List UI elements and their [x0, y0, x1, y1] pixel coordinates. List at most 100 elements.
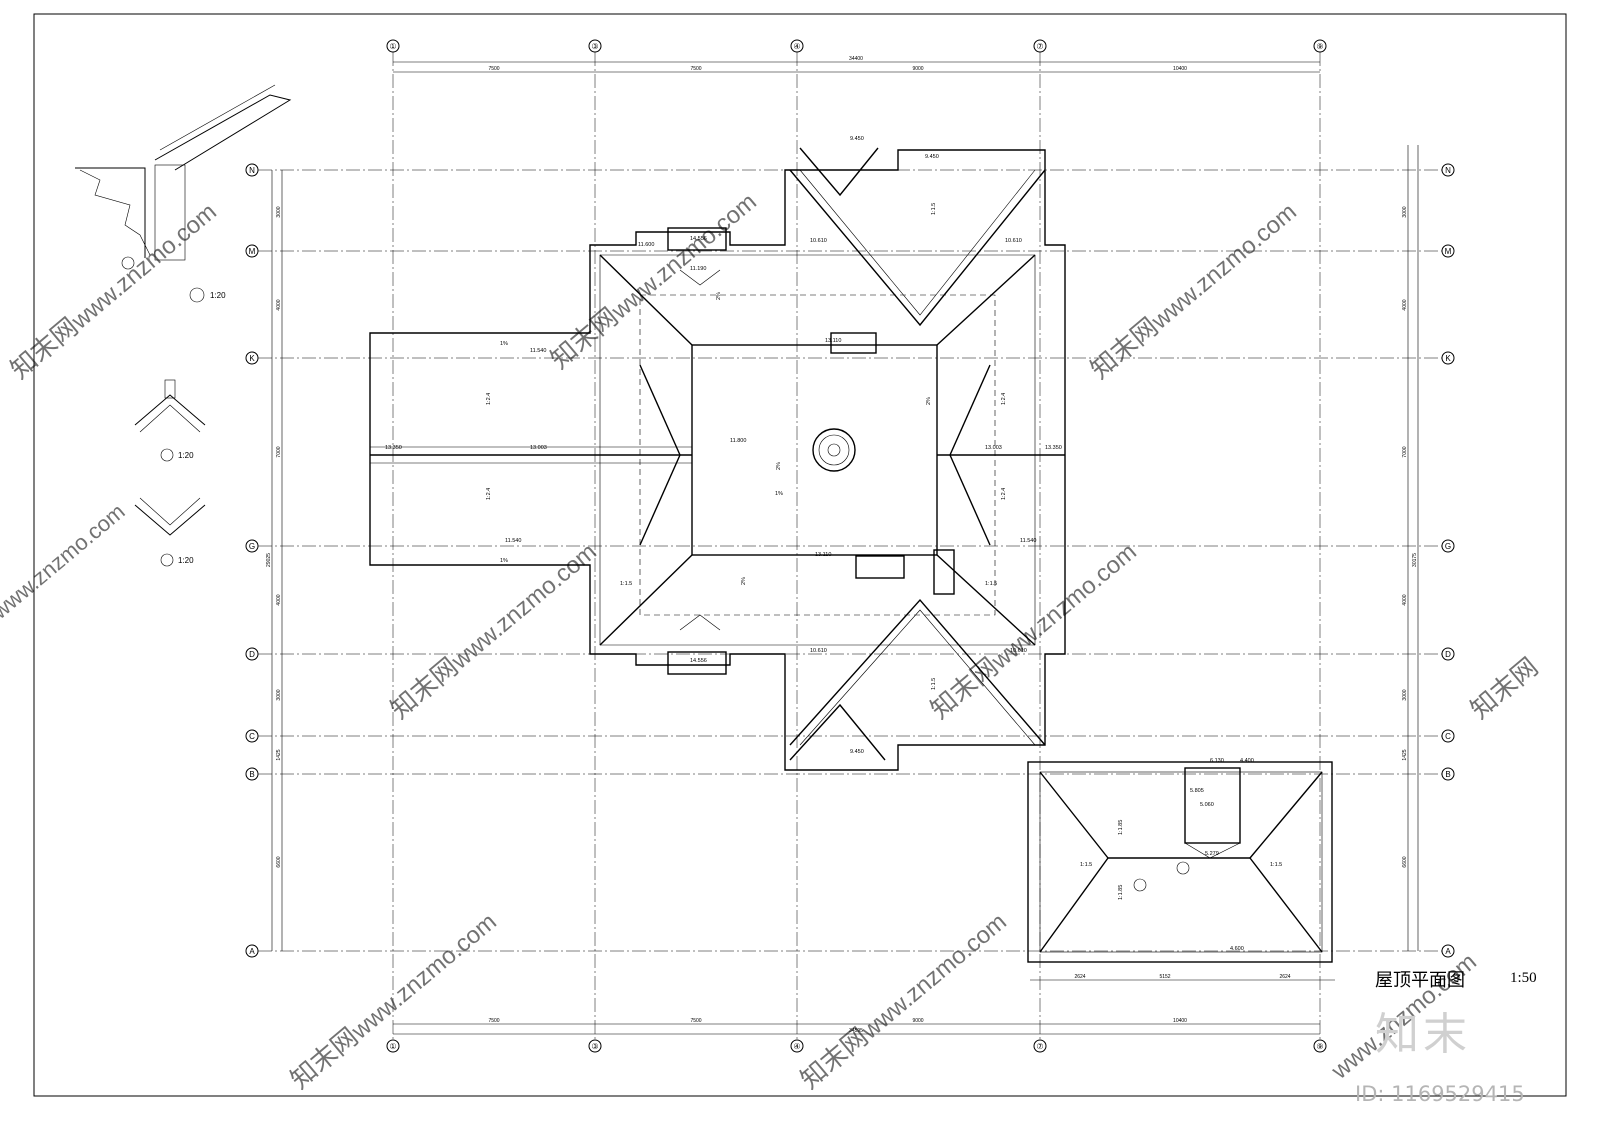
- pct1-1: 1%: [500, 341, 508, 347]
- axis-label-3: ③: [591, 42, 598, 51]
- dim-right-5: 3000: [1402, 689, 1408, 700]
- dim-top-total: 34400: [849, 56, 863, 62]
- elev-dormer-top: 14.556: [690, 236, 707, 242]
- dim-bottom-3: 9000: [912, 1018, 923, 1024]
- axis-label-7-bottom: ⑦: [1036, 1042, 1043, 1051]
- slope-annex-left: 1:1.5: [1080, 862, 1092, 868]
- pct1-2: 1%: [500, 558, 508, 564]
- elev-gable-top-right: 9.450: [925, 154, 939, 160]
- dim-top-2: 7500: [690, 66, 701, 72]
- axis-label-c-right: C: [1445, 732, 1451, 741]
- dim-right-7: 6600: [1402, 856, 1408, 867]
- roof-plan: [369, 147, 1066, 771]
- roof-annotations: 13.110 13.110 13.003 13.003 13.350 13.35…: [385, 136, 1282, 952]
- slope-north: 1:1.5: [931, 203, 937, 215]
- dim-top-3: 9000: [912, 66, 923, 72]
- axis-label-3-bottom: ③: [591, 1042, 598, 1051]
- elev-annex-top: 6.130: [1210, 758, 1224, 764]
- dim-annex-1: 2624: [1074, 974, 1085, 980]
- dim-right-6: 1425: [1402, 749, 1408, 760]
- axis-label-c: C: [249, 732, 255, 741]
- dim-top-1: 7500: [488, 66, 499, 72]
- chimney: [830, 332, 877, 354]
- axis-label-4: ④: [793, 42, 800, 51]
- drawing-scale: 1:50: [1510, 970, 1537, 986]
- elev-eave-low-2: 11.540: [505, 538, 521, 544]
- main-roof-outline: [369, 149, 1066, 771]
- horizontal-axes: N M K G D C B A N M K G D C B A: [245, 163, 1455, 958]
- dim-left-total: 29025: [266, 553, 272, 567]
- elev-gable-bottom: 9.450: [850, 749, 864, 755]
- detail-2: 1:20: [134, 379, 206, 462]
- dim-left-6: 1425: [276, 749, 282, 760]
- axis-label-m-right: M: [1445, 247, 1452, 256]
- chimney: [855, 555, 905, 579]
- axis-label-7: ⑦: [1036, 42, 1043, 51]
- slope-annex-top: 1:1.85: [1118, 820, 1124, 835]
- pct-2: 2%: [926, 397, 932, 405]
- elev-annex-right: 4.400: [1240, 758, 1254, 764]
- slope-sw: 1:1.5: [620, 581, 632, 587]
- axis-label-9-bottom: ⑨: [1316, 1042, 1323, 1051]
- axis-label-g: G: [249, 542, 255, 551]
- central-hip: [691, 344, 938, 556]
- axis-label-1-bottom: ①: [389, 1042, 396, 1051]
- detail-1-scale: 1:20: [210, 291, 226, 300]
- dormer-south: [667, 651, 727, 675]
- dim-right-3: 7000: [1402, 446, 1408, 457]
- dim-bottom-4: 10400: [1173, 1018, 1187, 1024]
- axis-label-b: B: [249, 770, 254, 779]
- watermark-text: 知末网: [1465, 651, 1544, 724]
- detail-2-scale: 1:20: [178, 451, 194, 460]
- axis-label-d-right: D: [1445, 650, 1451, 659]
- elev-eave-low-3: 11.540: [1020, 538, 1036, 544]
- elev-dormer-bottom: 14.556: [690, 658, 707, 664]
- elev-main-ridge-2: 13.110: [815, 552, 831, 558]
- watermark-url: www.znzmo.com: [1146, 198, 1302, 335]
- dim-left-3: 7000: [276, 446, 282, 457]
- elev-eave-d-right: 10.610: [1010, 648, 1027, 654]
- axis-label-1: ①: [389, 42, 396, 51]
- axis-label-d: D: [249, 650, 255, 659]
- slope-left-bottom: 1:2.4: [486, 488, 492, 500]
- elev-small-1: 11.600: [638, 242, 654, 248]
- elev-eave-d-left: 10.610: [810, 648, 827, 654]
- pct1-3: 1%: [775, 491, 783, 497]
- dim-right-2: 4000: [1402, 299, 1408, 310]
- detail-1: 1:20: [75, 84, 292, 303]
- watermark-url: www.znzmo.com: [346, 908, 502, 1045]
- pct-1: 2%: [716, 292, 722, 300]
- axis-label-a-right: A: [1445, 947, 1451, 956]
- watermark-layer: 知末网 www.znzmo.com 知末网 www.znzmo.com 知末网 …: [0, 188, 1544, 1094]
- watermark-url: www.znzmo.com: [66, 198, 222, 335]
- watermark-text: 知末网: [5, 311, 84, 384]
- elev-annex-mid: 5.805: [1190, 788, 1204, 794]
- elev-annex-bottom: 4.600: [1230, 946, 1244, 952]
- dim-top-4: 10400: [1173, 66, 1187, 72]
- dim-right-4: 4000: [1402, 594, 1408, 605]
- watermark-text: 知末网: [285, 1021, 364, 1094]
- slope-se: 1:1.5: [985, 581, 997, 587]
- chimney: [933, 549, 955, 595]
- axis-label-n: N: [249, 166, 255, 175]
- slope-annex-bottom: 1:1.85: [1118, 885, 1124, 900]
- axis-label-a: A: [249, 947, 255, 956]
- dim-left-4: 4000: [276, 594, 282, 605]
- axis-label-9: ⑨: [1316, 42, 1323, 51]
- watermark-id: ID: 1169529415: [1355, 1082, 1525, 1106]
- watermark-text: 知末网: [385, 651, 464, 724]
- elev-annex-mid3: 5.279: [1205, 851, 1219, 857]
- elev-eave-left: 13.350: [385, 445, 402, 451]
- elev-gable-top: 9.450: [850, 136, 864, 142]
- elev-ridge-right: 13.003: [985, 445, 1002, 451]
- dim-annex-3: 2624: [1279, 974, 1290, 980]
- annex-outline: [1027, 761, 1333, 963]
- dim-left-1: 3000: [276, 206, 282, 217]
- pct-4: 2%: [741, 577, 747, 585]
- dim-left-7: 6600: [276, 856, 282, 867]
- dimension-lines: 34400 7500 7500 9000 10400 7500 7500 900…: [266, 56, 1419, 1035]
- drawing-title: 屋顶平面图: [1375, 970, 1465, 990]
- cupola: [812, 428, 856, 472]
- axis-label-m: M: [249, 247, 256, 256]
